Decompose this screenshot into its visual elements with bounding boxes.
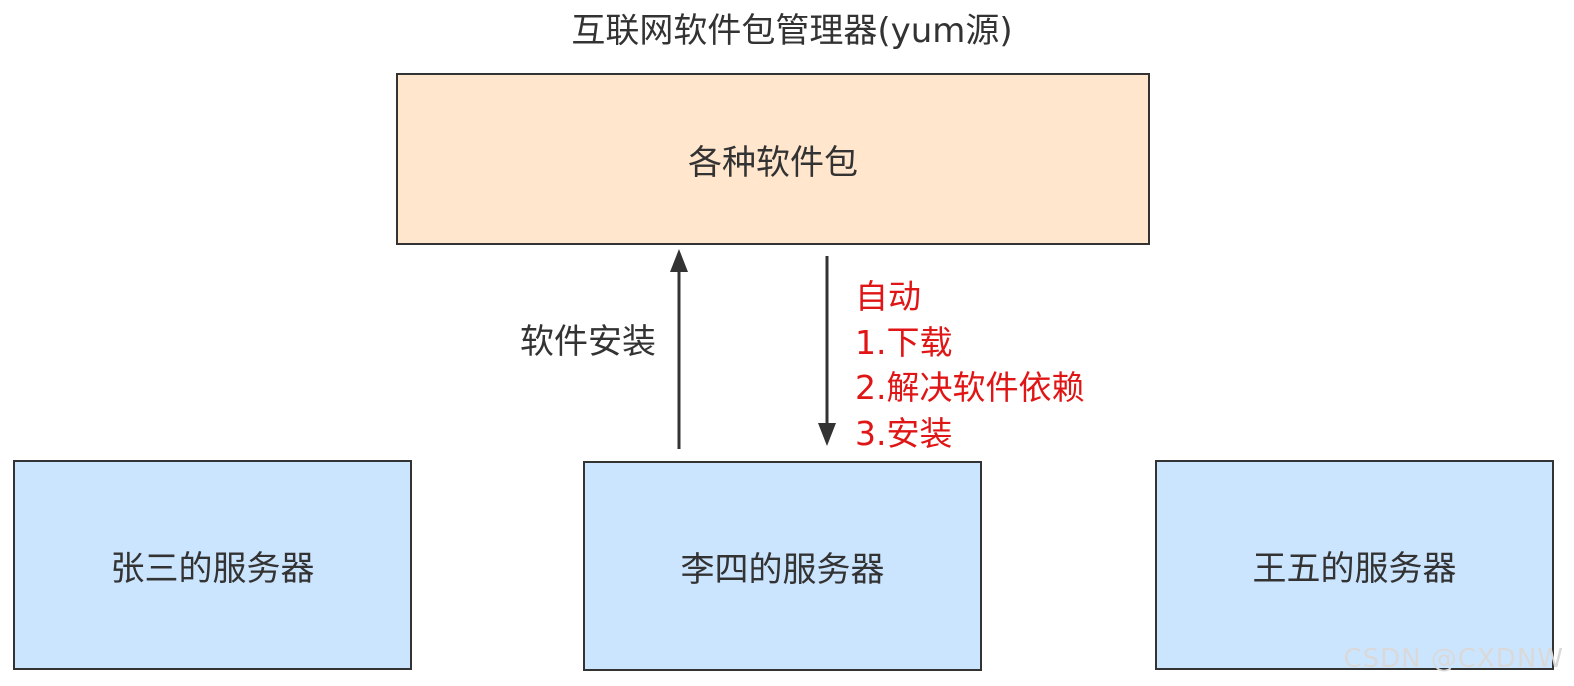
install-arrowhead-icon <box>670 249 688 272</box>
server-box-lisi: 李四的服务器 <box>583 461 982 671</box>
server-box-wangwu: 王五的服务器 <box>1155 460 1554 670</box>
server-label-lisi: 李四的服务器 <box>680 549 885 590</box>
server-label-wangwu: 王五的服务器 <box>1252 548 1457 589</box>
package-repository-label: 各种软件包 <box>688 142 858 183</box>
server-label-zhangsan: 张三的服务器 <box>110 548 315 589</box>
server-box-zhangsan: 张三的服务器 <box>13 460 412 670</box>
auto-step-download: 1.下载 <box>855 322 953 362</box>
auto-arrowhead-icon <box>818 423 836 446</box>
auto-step-resolve-deps: 2.解决软件依赖 <box>855 368 1085 407</box>
auto-step-heading: 自动 <box>855 277 921 316</box>
install-edge-label: 软件安装 <box>520 322 656 362</box>
diagram-title: 互联网软件包管理器(yum源) <box>571 11 1013 51</box>
package-repository-box: 各种软件包 <box>396 73 1150 245</box>
auto-steps-label: 自动 1.下载 2.解决软件依赖 3.安装 <box>855 274 1085 456</box>
auto-step-install: 3.安装 <box>855 413 953 453</box>
watermark: CSDN @CXDNW <box>1343 644 1564 674</box>
